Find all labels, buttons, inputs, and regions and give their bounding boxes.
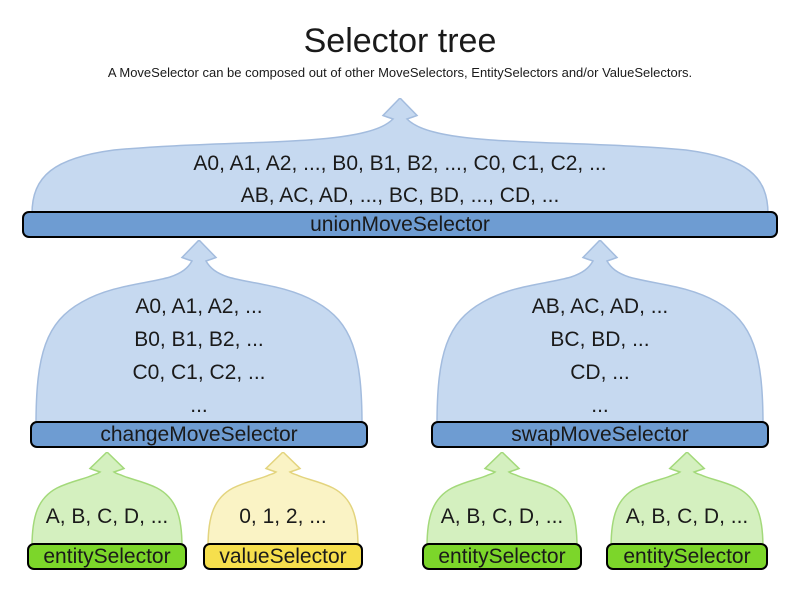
change-move-selector-bar: changeMoveSelector [30, 421, 368, 448]
page-subtitle: A MoveSelector can be composed out of ot… [107, 65, 693, 80]
selection-list-line: AB, AC, AD, ..., BC, BD, ..., CD, ... [240, 184, 560, 207]
swap-move-selector-cloud-shape [436, 240, 764, 425]
entity-selector-2-bar: entitySelector [422, 543, 582, 570]
entity-selector-1-cloud-shape [31, 452, 183, 547]
swap-move-selector-items: AB, AC, AD, ... BC, BD, ... CD, ... ... [431, 290, 769, 422]
selection-list-line: B0, B1, B2, ... [134, 328, 264, 351]
swap-move-selector-bar: swapMoveSelector [431, 421, 769, 448]
entity-selector-3-items: A, B, C, D, ... [606, 502, 768, 532]
page-title: Selector tree [303, 22, 497, 60]
cloud-arrow-shape [610, 452, 764, 547]
cloud-arrow-shape [31, 98, 769, 214]
entity-selector-3-cloud-shape [610, 452, 764, 547]
selection-list-line: BC, BD, ... [550, 328, 650, 351]
entity-selector-1-items: A, B, C, D, ... [27, 502, 187, 532]
union-move-selector-bar: unionMoveSelector [22, 211, 778, 238]
selection-list-line: ... [591, 394, 609, 417]
cloud-arrow-shape [436, 240, 764, 425]
change-move-selector-items: A0, A1, A2, ... B0, B1, B2, ... C0, C1, … [30, 290, 368, 422]
entity-selector-1-bar: entitySelector [27, 543, 187, 570]
selection-list-line: A, B, C, D, ... [440, 505, 564, 528]
selection-list-line: A, B, C, D, ... [45, 505, 169, 528]
entity-selector-2-items: A, B, C, D, ... [422, 502, 582, 532]
value-selector-items: 0, 1, 2, ... [203, 502, 363, 532]
selection-list-line: A0, A1, A2, ... [135, 295, 263, 318]
union-move-selector-cloud-shape [31, 98, 769, 214]
selection-list-line: CD, ... [570, 361, 630, 384]
selection-list-line: 0, 1, 2, ... [239, 505, 327, 528]
value-selector-bar: valueSelector [203, 543, 363, 570]
value-selector-cloud-shape [207, 452, 359, 547]
cloud-arrow-shape [426, 452, 578, 547]
change-move-selector-cloud-shape [35, 240, 363, 425]
selection-list-line: ... [190, 394, 208, 417]
cloud-arrow-shape [207, 452, 359, 547]
entity-selector-3-bar: entitySelector [606, 543, 768, 570]
union-move-selector-items: A0, A1, A2, ..., B0, B1, B2, ..., C0, C1… [22, 148, 778, 212]
entity-selector-2-cloud-shape [426, 452, 578, 547]
cloud-arrow-shape [31, 452, 183, 547]
cloud-arrow-shape [35, 240, 363, 425]
selection-list-line: AB, AC, AD, ... [531, 295, 669, 318]
selection-list-line: A0, A1, A2, ..., B0, B1, B2, ..., C0, C1… [193, 152, 607, 175]
selection-list-line: A, B, C, D, ... [625, 505, 749, 528]
selection-list-line: C0, C1, C2, ... [132, 361, 266, 384]
